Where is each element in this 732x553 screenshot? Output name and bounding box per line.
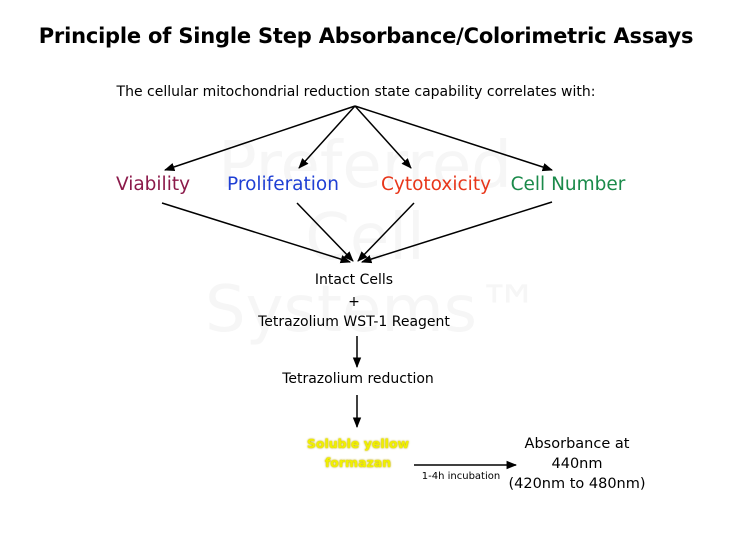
watermark-line: Preferred [218, 129, 512, 203]
absorbance-line: 440nm [551, 456, 603, 472]
formazan-line: Soluble yellow [306, 436, 410, 451]
incubation-label: 1-4h incubation [421, 471, 501, 482]
formazan-line: formazan [324, 455, 392, 470]
absorbance-line: Absorbance at [524, 436, 630, 452]
arrow-cellnumber-to-cells [360, 201, 553, 264]
plus-sign: + [348, 294, 360, 310]
absorbance-label: Absorbance at 440nm (420nm to 480nm) [508, 434, 645, 494]
subtitle: The cellular mitochondrial reduction sta… [116, 84, 596, 100]
arrow-to-cytotoxicity [354, 105, 412, 169]
absorbance-line: (420nm to 480nm) [508, 476, 646, 492]
arrow-proliferation-to-cells [296, 202, 354, 262]
category-cell-number: Cell Number [510, 174, 626, 195]
page-title: Principle of Single Step Absorbance/Colo… [38, 24, 694, 48]
reduction-label: Tetrazolium reduction [282, 371, 434, 387]
arrow-to-viability [164, 105, 356, 171]
arrow-viability-to-cells [161, 202, 352, 264]
category-proliferation: Proliferation [227, 174, 339, 195]
arrow-to-proliferation [298, 105, 356, 169]
category-viability: Viability [115, 174, 191, 195]
reagent-label: Tetrazolium WST-1 Reagent [258, 314, 450, 330]
intact-cells-label: Intact Cells [314, 272, 394, 288]
formazan-label: Soluble yellow formazan [293, 434, 423, 472]
watermark: Preferred Cell Systems™ [205, 129, 541, 347]
arrow-cytotoxicity-to-cells [357, 202, 415, 262]
watermark-line: Systems™ [205, 273, 541, 347]
arrow-to-cellnumber [354, 105, 553, 172]
category-cytotoxicity: Cytotoxicity [380, 174, 492, 195]
